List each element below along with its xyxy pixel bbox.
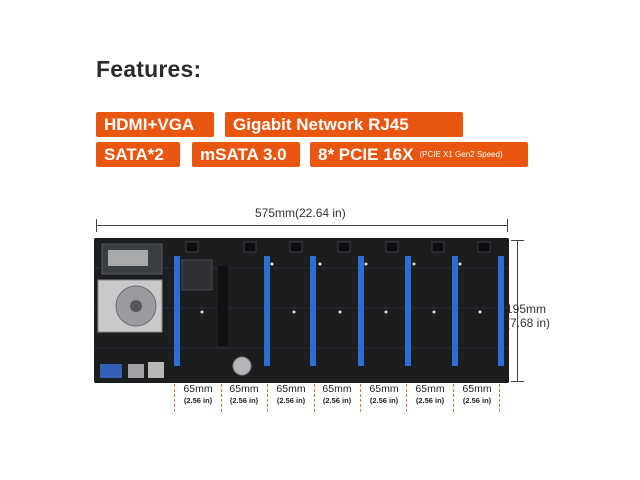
slot-guide-2: [267, 384, 268, 412]
slot-guide-1: [221, 384, 222, 412]
slot-spacing-mm: 65mm: [229, 383, 259, 395]
aux-slot: [218, 266, 228, 346]
slot-spacing-mm: 65mm: [415, 383, 445, 395]
features-heading: Features:: [96, 56, 202, 82]
badge-pcie: 8* PCIE 16X (PCIE X1 Gen2 Speed): [310, 142, 528, 167]
slot-spacing-label: 65mm (2.56 in): [176, 384, 220, 406]
hdmi-port: [128, 364, 144, 378]
slot-guide-5: [406, 384, 407, 412]
motherboard-image: [94, 238, 509, 383]
slot-spacing-in: (2.56 in): [183, 396, 213, 405]
badge-msata: mSATA 3.0: [192, 142, 300, 167]
badge-gigabit-network: Gigabit Network RJ45: [225, 112, 463, 137]
msata-module: [108, 250, 148, 266]
cmos-battery: [232, 356, 252, 376]
width-dimension-cap-left: [96, 219, 97, 232]
slot-spacing-mm: 65mm: [369, 383, 399, 395]
slot-spacing-mm: 65mm: [276, 383, 306, 395]
slot-spacing-in: (2.56 in): [462, 396, 492, 405]
motherboard-drawing: [94, 238, 509, 383]
badge-sata: SATA*2: [96, 142, 180, 167]
slot-spacing-mm: 65mm: [462, 383, 492, 395]
width-dimension-cap-right: [507, 219, 508, 232]
slot-spacing-mm: 65mm: [183, 383, 213, 395]
badge-pcie-label: 8* PCIE 16X: [318, 144, 414, 164]
height-dimension-label: 195mm (7.68 in): [506, 302, 550, 330]
slot-guide-7: [499, 384, 500, 412]
height-dimension-mm: 195mm: [506, 302, 547, 316]
vga-port: [100, 364, 122, 378]
slot-guide-0: [174, 384, 175, 412]
height-dimension-cap-bottom: [511, 381, 524, 382]
pcie-slot-4: [358, 256, 364, 366]
slot-spacing-label: 65mm (2.56 in): [362, 384, 406, 406]
pcie-slot-2: [264, 256, 270, 366]
rj45-port: [148, 362, 164, 378]
slot-spacing-in: (2.56 in): [369, 396, 399, 405]
pcie-slot-6: [452, 256, 458, 366]
pcie-slot-5: [405, 256, 411, 366]
badge-hdmi-vga-label: HDMI+VGA: [104, 114, 195, 134]
slot-spacing-label: 65mm (2.56 in): [455, 384, 499, 406]
slot-spacing-label: 65mm (2.56 in): [269, 384, 313, 406]
width-dimension-label: 575mm(22.64 in): [255, 206, 346, 220]
height-dimension-cap-top: [511, 240, 524, 241]
slot-spacing-in: (2.56 in): [322, 396, 352, 405]
badge-pcie-note: (PCIE X1 Gen2 Speed): [419, 150, 503, 159]
pcie-slot-1: [174, 256, 180, 366]
chipset: [181, 259, 213, 291]
badge-sata-label: SATA*2: [104, 144, 164, 164]
width-dimension-line: [96, 225, 508, 226]
slot-guide-3: [314, 384, 315, 412]
cpu-fan-hub: [130, 300, 142, 312]
slot-guide-6: [453, 384, 454, 412]
height-dimension-line: [517, 240, 518, 382]
badge-msata-label: mSATA 3.0: [200, 144, 287, 164]
pcie-slot-3: [310, 256, 316, 366]
board-components: [200, 262, 482, 314]
power-connectors: [185, 241, 491, 253]
height-dimension-in: (7.68 in): [506, 316, 551, 330]
badge-gigabit-network-label: Gigabit Network RJ45: [233, 114, 409, 134]
pcie-slot-7: [498, 256, 504, 366]
slot-spacing-in: (2.56 in): [229, 396, 259, 405]
slot-spacing-label: 65mm (2.56 in): [222, 384, 266, 406]
slot-guide-4: [360, 384, 361, 412]
pcie-slots: [174, 256, 504, 366]
slot-spacing-in: (2.56 in): [415, 396, 445, 405]
board-traces: [94, 267, 509, 349]
slot-spacing-label: 65mm (2.56 in): [315, 384, 359, 406]
slot-spacing-label: 65mm (2.56 in): [408, 384, 452, 406]
badge-hdmi-vga: HDMI+VGA: [96, 112, 214, 137]
slot-spacing-in: (2.56 in): [276, 396, 306, 405]
slot-spacing-mm: 65mm: [322, 383, 352, 395]
